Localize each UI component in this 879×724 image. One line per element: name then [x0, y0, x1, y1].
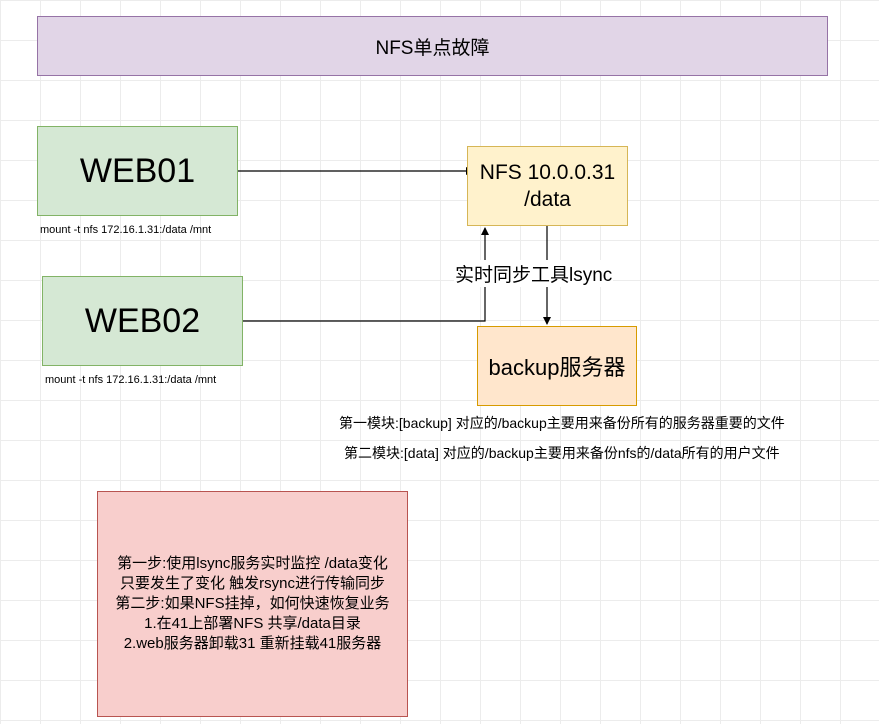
backup-server-node[interactable]: backup服务器: [477, 326, 637, 406]
nfs-address: NFS 10.0.0.31: [479, 161, 616, 184]
nfs-path: /data: [524, 188, 571, 211]
module-data-description: 第二模块:[data] 对应的/backup主要用来备份nfs的/data所有的…: [344, 445, 780, 461]
edge-web02-to-nfs: [243, 227, 489, 322]
module-backup-description: 第一模块:[backup] 对应的/backup主要用来备份所有的服务器重要的文…: [339, 415, 785, 431]
web01-label: WEB01: [79, 151, 196, 190]
steps-note[interactable]: 第一步:使用lsync服务实时监控 /data变化 只要发生了变化 触发rsyn…: [97, 491, 408, 717]
note-line: 1.在41上部署NFS 共享/data目录: [144, 615, 361, 632]
web02-label: WEB02: [84, 301, 201, 340]
web02-mount-command: mount -t nfs 172.16.1.31:/data /mnt: [45, 374, 217, 386]
backup-label: backup服务器: [488, 355, 626, 380]
note-line: 2.web服务器卸载31 重新挂载41服务器: [123, 635, 382, 652]
note-line: 只要发生了变化 触发rsync进行传输同步: [119, 575, 385, 592]
sync-tool-label: 实时同步工具lsync: [454, 260, 614, 287]
note-line: 第一步:使用lsync服务实时监控 /data变化: [117, 555, 388, 572]
diagram-title-text: NFS单点故障: [375, 37, 490, 59]
web01-node[interactable]: WEB01: [37, 126, 238, 216]
web02-node[interactable]: WEB02: [42, 276, 243, 366]
note-line: 第二步:如果NFS挂掉，如何快速恢复业务: [115, 595, 390, 612]
web01-mount-command: mount -t nfs 172.16.1.31:/data /mnt: [40, 224, 212, 236]
diagram-title: NFS单点故障: [37, 16, 828, 76]
nfs-server-node[interactable]: NFS 10.0.0.31 /data: [467, 146, 628, 226]
